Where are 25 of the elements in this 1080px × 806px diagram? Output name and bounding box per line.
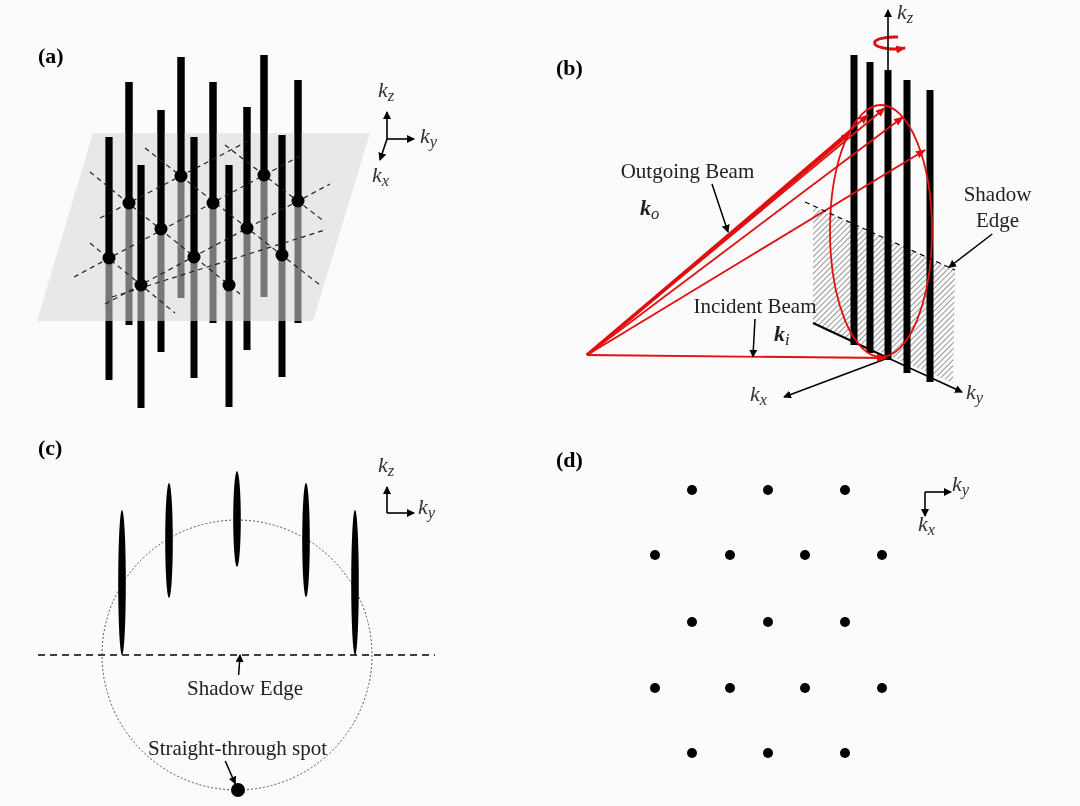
incident-beam-arrow [586, 353, 887, 362]
axis-label: k$_{x}$ [372, 163, 390, 187]
leader-arrow [948, 233, 993, 269]
leader-arrow [235, 654, 244, 676]
panel-label: (d) [556, 448, 583, 472]
callout-text: Outgoing Beam [620, 158, 755, 184]
callout-text: Incident Beam [693, 293, 817, 319]
panel-label: (b) [556, 56, 583, 80]
panel-label: (a) [38, 44, 64, 68]
callout-text: Straight-through spot [147, 735, 328, 761]
axis-label: k$_{z}$ [378, 78, 395, 102]
callout-text: Shadow Edge [962, 181, 1033, 233]
axis-label: k$_{i}$ [774, 322, 790, 346]
axis-label: k$_{z}$ [897, 0, 914, 24]
shadow-edge-line [804, 201, 956, 271]
callout-text: Shadow Edge [186, 675, 304, 701]
leader-arrow [224, 760, 237, 785]
axis-label: k$_{o}$ [640, 196, 660, 220]
axis-label: k$_{x}$ [918, 512, 936, 536]
shadow-edge-line [37, 654, 436, 656]
leader-arrow [749, 318, 758, 358]
axis-label: k$_{z}$ [378, 453, 395, 477]
leader-arrow [711, 183, 730, 233]
axis-label: k$_{x}$ [750, 382, 768, 406]
panel-label: (c) [38, 436, 63, 460]
